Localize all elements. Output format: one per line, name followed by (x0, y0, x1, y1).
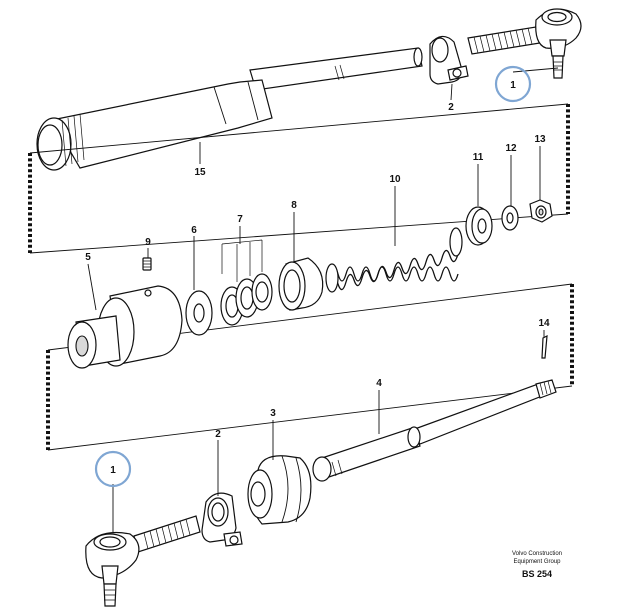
washer-part-12 (501, 205, 519, 231)
callout-5: 5 (85, 252, 91, 263)
tie-rod-end-part-1-top (467, 8, 582, 79)
leader-lines (87, 67, 559, 532)
footer-company-line2: Equipment Group (513, 559, 561, 565)
nut-part-13 (529, 199, 553, 223)
callout-4: 4 (376, 378, 382, 389)
clamp-part-2-top (429, 35, 469, 85)
callout-9: 9 (145, 237, 151, 248)
highlight-circle-bottom (94, 450, 132, 488)
spring-part-10 (325, 227, 463, 293)
callout-13: 13 (534, 134, 546, 145)
callout-labels: 1 2 15 10 11 12 13 9 6 7 8 5 14 4 3 2 1 (85, 80, 550, 476)
piston-rod-part-4 (312, 379, 557, 482)
callout-3: 3 (270, 408, 276, 419)
callout-8: 8 (291, 200, 297, 211)
callout-2-top: 2 (448, 102, 454, 113)
washer-part-11 (465, 206, 493, 246)
callout-15: 15 (194, 167, 206, 178)
callout-7: 7 (237, 214, 243, 225)
tube-part-15 (36, 47, 423, 171)
set-screw-part-9 (142, 257, 152, 271)
highlight-circle-top (494, 65, 532, 103)
clamp-part-2-bottom (201, 492, 243, 547)
footer-code: BS 254 (522, 569, 552, 579)
bellows-part-3 (247, 455, 312, 525)
washer-part-6 (185, 290, 213, 336)
callout-10: 10 (389, 174, 401, 185)
callout-12: 12 (505, 143, 517, 154)
piston-housing-part-5 (67, 285, 183, 369)
footer-block: Volvo Construction Equipment Group BS 25… (512, 551, 562, 579)
callout-14: 14 (538, 318, 550, 329)
callout-11: 11 (473, 152, 484, 163)
seal-rings-part-7 (220, 239, 273, 326)
callout-1-top: 1 (510, 80, 516, 91)
footer-company-line1: Volvo Construction (512, 551, 562, 557)
tie-rod-end-part-1-bottom (85, 515, 201, 607)
callout-2-bottom: 2 (215, 429, 221, 440)
callout-1-bottom: 1 (110, 465, 116, 476)
callout-6: 6 (191, 225, 197, 236)
bushing-part-8 (278, 257, 324, 311)
cotter-pin-part-14 (541, 334, 548, 359)
